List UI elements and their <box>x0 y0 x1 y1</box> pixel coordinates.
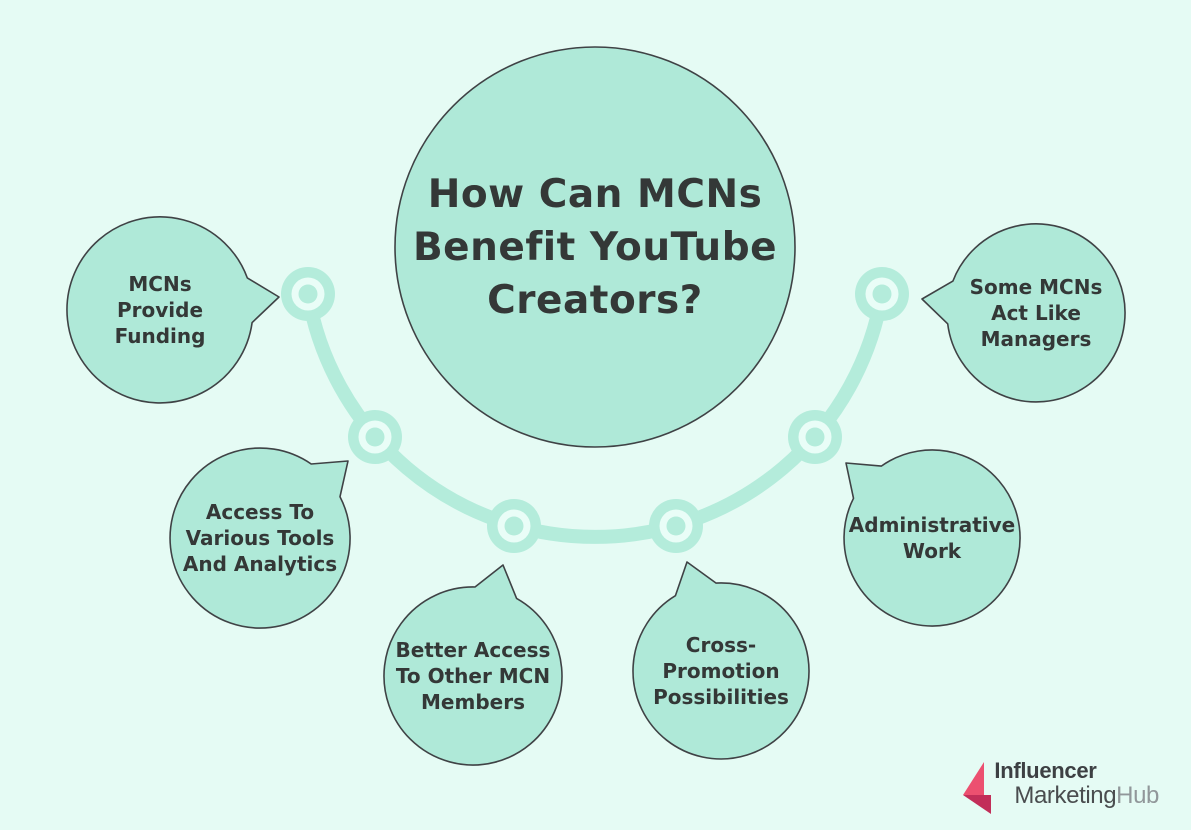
brand-logo-text: Influencer MarketingHub <box>994 760 1159 808</box>
bubble-shape-tools-analytics <box>169 447 351 629</box>
title-line: Benefit YouTube <box>412 224 778 270</box>
brand-logo: Influencer MarketingHub <box>963 760 1159 814</box>
title-line: How Can MCNs <box>427 171 763 217</box>
connector-arc <box>301 287 889 544</box>
bubble-shape-managers <box>921 223 1126 403</box>
title-line: Creators? <box>487 277 703 323</box>
timeline-node-3 <box>487 499 541 553</box>
central-circle <box>394 46 796 448</box>
benefit-label-admin-work: Administrative Work <box>848 513 1016 563</box>
timeline-node-6 <box>855 267 909 321</box>
benefit-label-funding: MCNs Provide Funding <box>114 272 206 348</box>
brand-name-top: Influencer <box>994 758 1097 783</box>
timeline-node-5 <box>788 410 842 464</box>
benefit-label-mcn-members: Better Access To Other MCN Members <box>395 638 551 714</box>
benefit-label-tools-analytics: Access To Various Tools And Analytics <box>182 500 338 576</box>
timeline-node-1 <box>281 267 335 321</box>
benefit-label-cross-promotion: Cross- Promotion Possibilities <box>653 633 789 709</box>
bubble-shape-mcn-members <box>383 564 563 766</box>
bubble-shape-cross-promotion <box>632 561 810 760</box>
page-title: How Can MCNs Benefit YouTube Creators? <box>395 150 795 344</box>
brand-name-marketing: Marketing <box>1014 782 1117 809</box>
bubble-shape-admin-work <box>843 449 1021 627</box>
timeline-node-2 <box>348 410 402 464</box>
brand-name-bottom: MarketingHub <box>1014 784 1159 808</box>
influencer-marketinghub-logo-icon <box>963 762 992 814</box>
benefit-label-managers: Some MCNs Act Like Managers <box>969 275 1103 351</box>
brand-name-hub: Hub <box>1116 782 1159 809</box>
timeline-node-4 <box>649 499 703 553</box>
bubble-shape-funding <box>66 216 280 404</box>
